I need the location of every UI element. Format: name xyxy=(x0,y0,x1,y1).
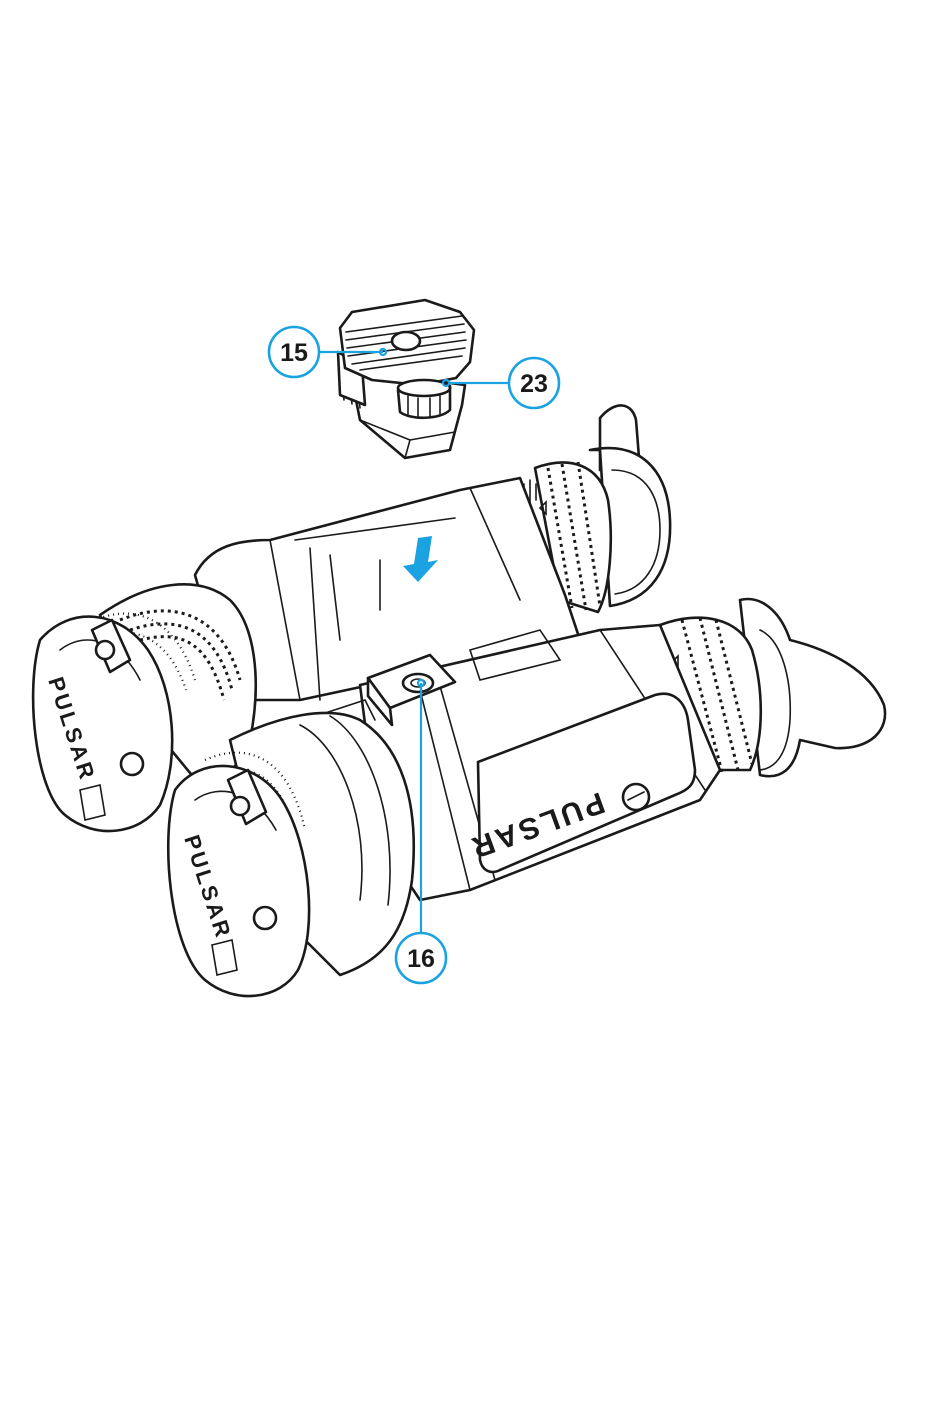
callout-23-label: 23 xyxy=(520,370,548,398)
pulsar-logo-icon xyxy=(623,784,649,810)
adapter-screw-hole xyxy=(392,332,420,350)
binocular: PULSAR PU xyxy=(33,405,885,996)
callout-15-label: 15 xyxy=(280,339,308,367)
callout-16-label: 16 xyxy=(407,945,435,973)
adapter-knob xyxy=(398,380,450,418)
tripod-adapter xyxy=(338,300,474,458)
